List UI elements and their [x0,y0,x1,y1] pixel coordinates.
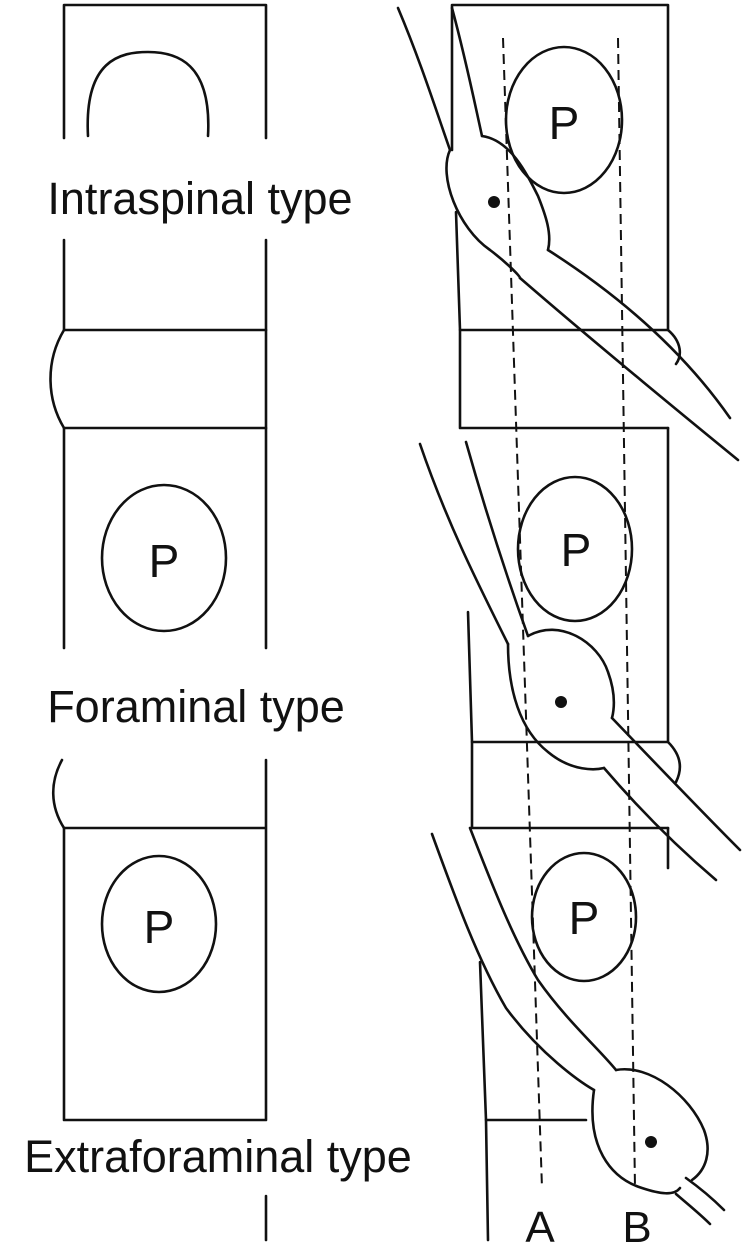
right-top-vertebra-outline [450,3,670,332]
nerve-root-3-edges [430,826,726,1226]
nerve-root-2-edges [418,440,742,882]
pedicle-label-right-lower: P [569,892,600,944]
ganglion-foraminal [506,628,616,771]
pedicle-right-lower [530,851,638,983]
top-vertebra-outline [62,3,268,140]
pedicle-left-middle [100,483,228,633]
label-foraminal-type: Foraminal type [47,681,345,732]
right-schematic [396,3,742,1242]
left-schematic [49,3,268,1242]
right-upper-disc [458,328,682,430]
pedicle-label-left-lower: P [144,901,175,953]
ganglion-extraforaminal [591,1067,709,1195]
nerve-root-upper-edge [396,6,732,420]
top-arch-shape [86,50,210,138]
lower-vertebra-outline [62,758,268,1122]
pedicle-label-right-top: P [549,97,580,149]
pedicle-label-right-middle: P [561,524,592,576]
pedicle-label-left-middle: P [149,535,180,587]
label-extraforaminal-type: Extraforaminal type [24,1131,412,1182]
right-bottom-stub [484,1118,490,1242]
line-label-b: B [622,1203,651,1251]
ganglion-center-dot-2 [555,696,567,708]
nerve-root-lower-edge [518,276,740,462]
right-middle-vertebra-outline [466,426,670,744]
top-vertebra-lower-walls [62,238,268,332]
label-intraspinal-type: Intraspinal type [47,173,352,224]
pedicle-right-middle [516,475,634,623]
pedicle-left-lower [100,854,218,994]
middle-vertebra-walls [62,426,268,650]
reference-line-b [617,37,636,1189]
reference-line-a [502,37,543,1189]
ganglion-center-dot-3 [645,1136,657,1148]
lower-disc-bulge [51,758,66,830]
line-label-a: A [525,1203,555,1251]
ganglion-intraspinal [445,134,551,280]
disc-outline [49,328,268,430]
ganglion-center-dot-1 [488,196,500,208]
